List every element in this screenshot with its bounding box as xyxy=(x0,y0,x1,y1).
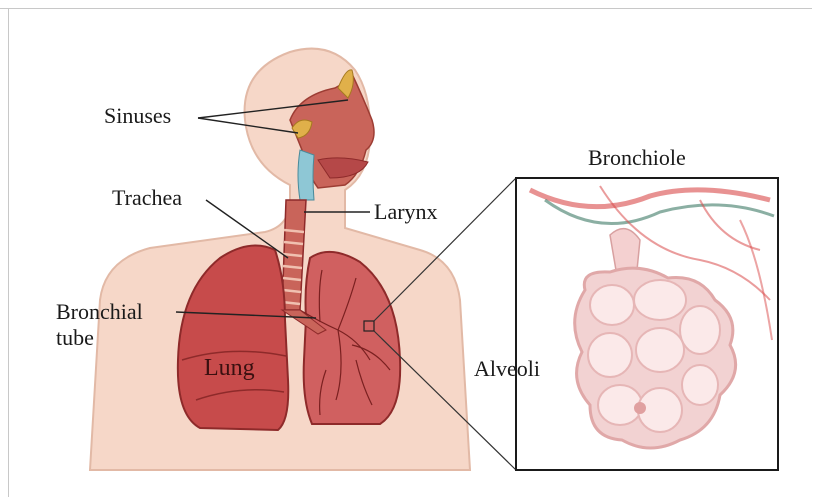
label-larynx: Larynx xyxy=(374,200,438,224)
label-alveoli: Alveoli xyxy=(474,357,540,381)
label-sinuses: Sinuses xyxy=(104,104,171,128)
label-trachea: Trachea xyxy=(112,186,182,210)
label-lung: Lung xyxy=(204,356,255,380)
label-bronchiole: Bronchiole xyxy=(588,146,686,170)
pharynx xyxy=(298,150,314,200)
label-bronchial-tube-line2: tube xyxy=(56,326,94,350)
label-bronchial-tube-line1: Bronchial xyxy=(56,300,143,324)
